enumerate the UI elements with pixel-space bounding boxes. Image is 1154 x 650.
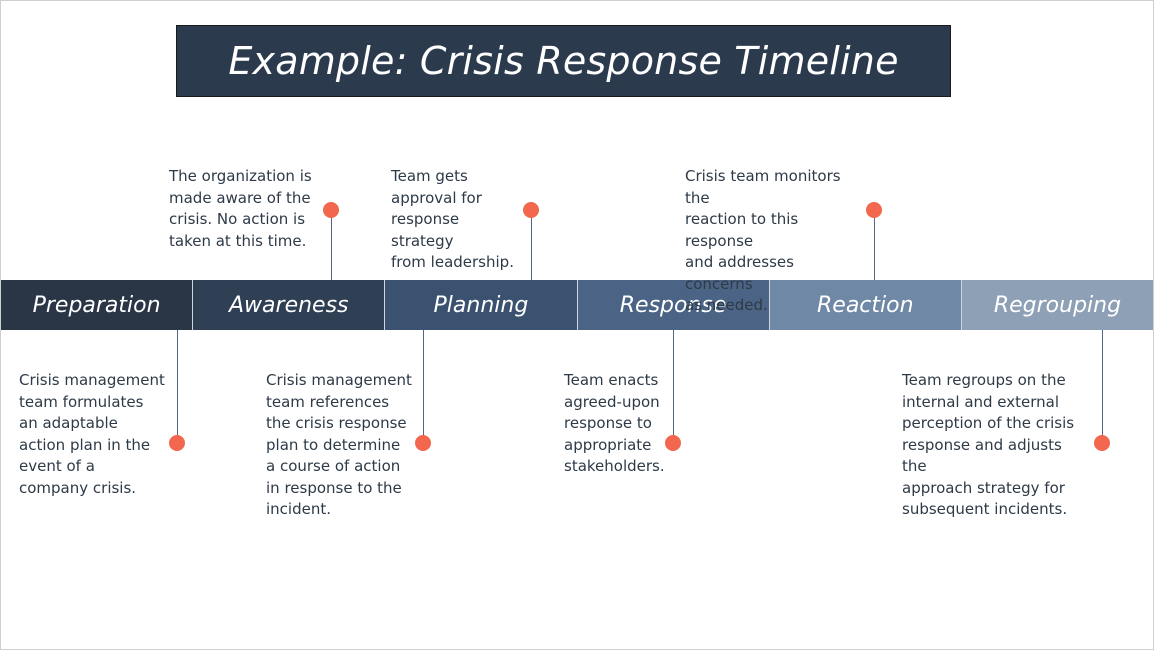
connector-regrouping	[1102, 330, 1103, 443]
page-title: Example: Crisis Response Timeline	[228, 39, 899, 83]
event-text-planning-above: Team gets approval for response strategy…	[391, 167, 514, 271]
connector-awareness	[331, 218, 332, 280]
stage-reaction: Reaction	[769, 280, 962, 330]
event-dot-planning-below	[415, 435, 431, 451]
stage-regrouping: Regrouping	[961, 280, 1154, 330]
stage-preparation: Preparation	[1, 280, 194, 330]
event-dot-planning-above	[523, 202, 539, 218]
stage-planning: Planning	[385, 280, 578, 330]
stage-awareness: Awareness	[193, 280, 386, 330]
event-text-reaction: Crisis team monitors the reaction to thi…	[685, 167, 841, 314]
connector-reaction	[874, 218, 875, 280]
connector-response	[673, 330, 674, 443]
event-text-preparation: Crisis management team formulates an ada…	[19, 371, 165, 497]
event-dot-reaction	[866, 202, 882, 218]
timeline-band: Preparation Awareness Planning Response …	[1, 280, 1154, 330]
event-text-planning-below: Crisis management team references the cr…	[266, 371, 412, 518]
connector-preparation	[177, 330, 178, 443]
stage-response: Response	[577, 280, 770, 330]
event-text-response: Team enacts agreed-upon response to appr…	[564, 371, 665, 475]
event-dot-preparation	[169, 435, 185, 451]
event-text-regrouping: Team regroups on the internal and extern…	[902, 371, 1075, 518]
event-text-awareness: The organization is made aware of the cr…	[169, 167, 312, 250]
connector-planning-above	[531, 218, 532, 280]
title-banner: Example: Crisis Response Timeline	[176, 25, 951, 97]
event-dot-regrouping	[1094, 435, 1110, 451]
event-dot-response	[665, 435, 681, 451]
event-dot-awareness	[323, 202, 339, 218]
connector-planning-below	[423, 330, 424, 443]
